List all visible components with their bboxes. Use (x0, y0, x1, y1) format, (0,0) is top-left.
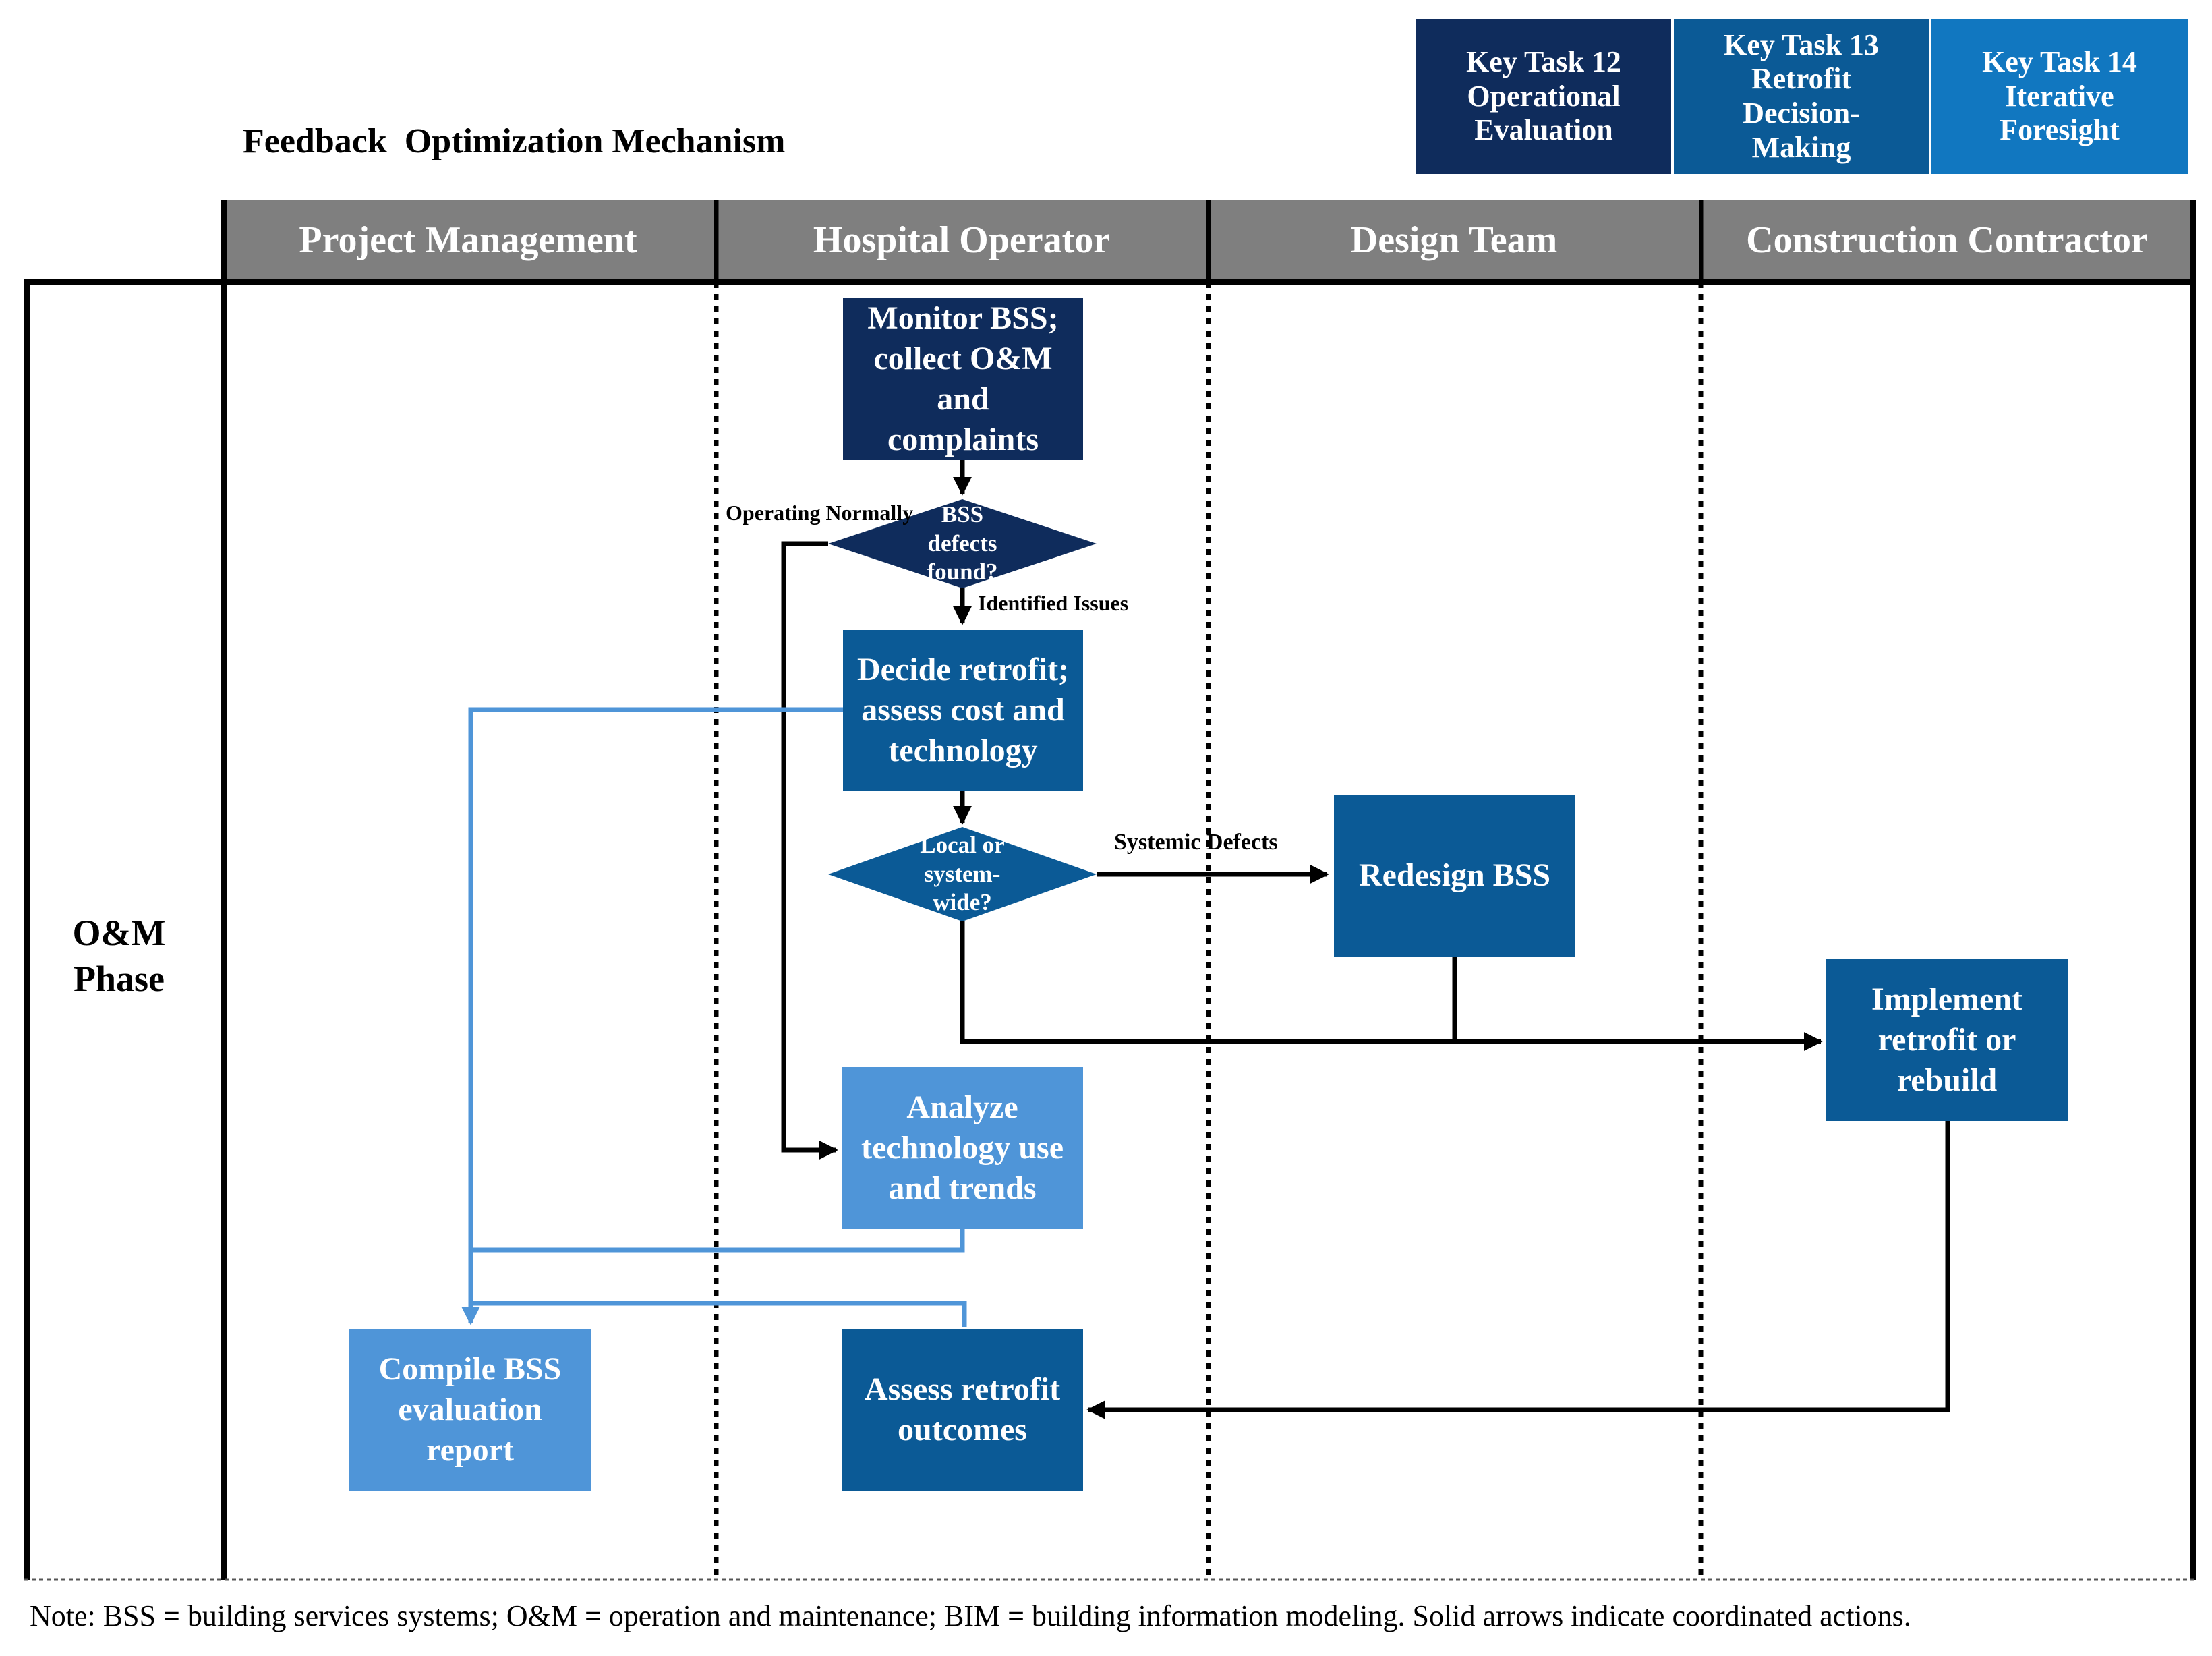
swimlane-frame (24, 200, 2196, 1581)
node-decide-retrofit: Decide retrofit; assess cost and technol… (843, 630, 1083, 791)
node-defects-decision-label: BSS defects found? (927, 501, 998, 586)
node-analyze-technology: Analyze technology use and trends (842, 1067, 1083, 1229)
key-task-14: Key Task 14 Iterative Foresight (1931, 19, 2188, 174)
arrow-operating-normally-to-analyze (781, 541, 838, 1160)
lane-header-project-management: Project Management (223, 200, 714, 281)
key-task-13: Key Task 13 Retrofit Decision- Making (1674, 19, 1929, 174)
node-assess-outcomes: Assess retrofit outcomes (842, 1329, 1083, 1491)
line-assess-to-report-bus (471, 1301, 967, 1327)
node-scope-decision-label: Local or system- wide? (920, 831, 1005, 916)
edge-label-systemic-defects: Systemic Defects (1114, 830, 1278, 855)
footnote: Note: BSS = building services systems; O… (30, 1599, 1911, 1632)
lane-header-hospital-operator: Hospital Operator (718, 200, 1206, 281)
node-compile-report: Compile BSS evaluation report (349, 1329, 591, 1491)
node-redesign-bss: Redesign BSS (1334, 795, 1575, 957)
arrow-implement-to-assess (1086, 1121, 1950, 1419)
edge-label-identified-issues: Identified Issues (978, 591, 1129, 615)
line-decide-to-report-bus (468, 707, 843, 1321)
phase-label: O&M Phase (72, 913, 166, 999)
edge-label-operating-normally: Operating Normally (726, 501, 914, 525)
node-monitor-bss: Monitor BSS; collect O&M and complaints (843, 298, 1083, 460)
lane-dividers (714, 200, 1704, 1580)
scope-decision-diamond (828, 827, 1097, 921)
diagram-title: Feedback Optimization Mechanism (243, 122, 786, 161)
node-implement-retrofit: Implement retrofit or rebuild (1826, 959, 2068, 1121)
key-task-12: Key Task 12 Operational Evaluation (1416, 19, 1671, 174)
lane-header-construction-contractor: Construction Contractor (1702, 200, 2192, 281)
arrow-local-to-implement (960, 921, 1823, 1051)
defects-decision-diamond (828, 499, 1097, 588)
lane-header-design-team: Design Team (1210, 200, 1698, 281)
line-analyze-to-report-bus (471, 1229, 965, 1253)
